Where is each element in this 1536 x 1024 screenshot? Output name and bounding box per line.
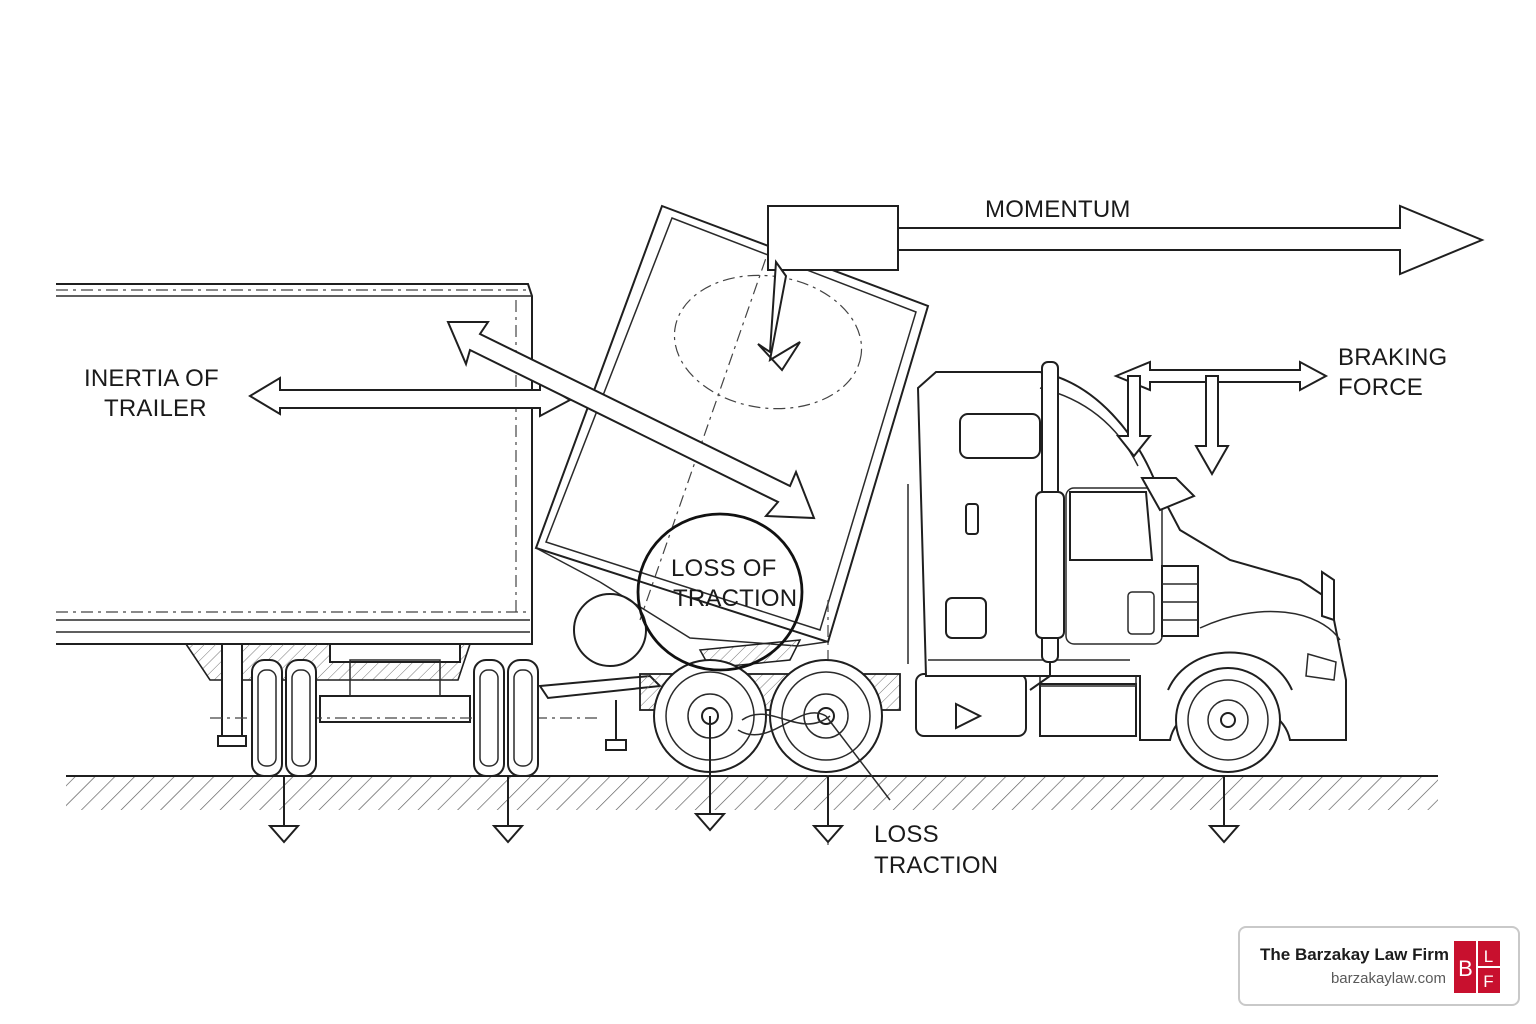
downward-force-arrows [267,715,1241,844]
ground [66,775,1438,810]
braking-force-arrows [1113,360,1329,477]
loss-traction-label-line2: TRACTION [874,852,998,879]
loss-of-traction-label-line2: TRACTION [673,585,797,612]
braking-label-line1: BRAKING [1338,344,1447,371]
momentum-label: MOMENTUM [985,196,1131,223]
loss-of-traction-circle [636,512,804,672]
braking-label-line2: FORCE [1338,374,1423,401]
loss-of-traction-label-line1: LOSS OF [671,555,776,582]
inertia-label-line2: TRAILER [104,395,207,422]
brand-logo: B L F [1454,941,1500,993]
loss-traction-label-line1: LOSS [874,821,939,848]
logo-letter-b: B [1458,956,1473,981]
trailer-wheels [251,659,539,777]
steer-wheel [1167,651,1293,773]
swing-arrow [446,321,816,520]
brand-name: The Barzakay Law Firm [1260,945,1449,964]
inertia-label-line1: INERTIA OF [84,365,219,392]
logo-letter-l: L [1484,947,1493,966]
tractor-cab [907,361,1347,741]
logo-letter-f: F [1483,972,1493,991]
momentum-arrow [757,204,1485,372]
trailer-body [56,283,533,645]
brand-url[interactable]: barzakaylaw.com [1330,970,1446,987]
brand-card[interactable]: The Barzakay Law Firm barzakaylaw.com B … [1238,926,1520,1006]
